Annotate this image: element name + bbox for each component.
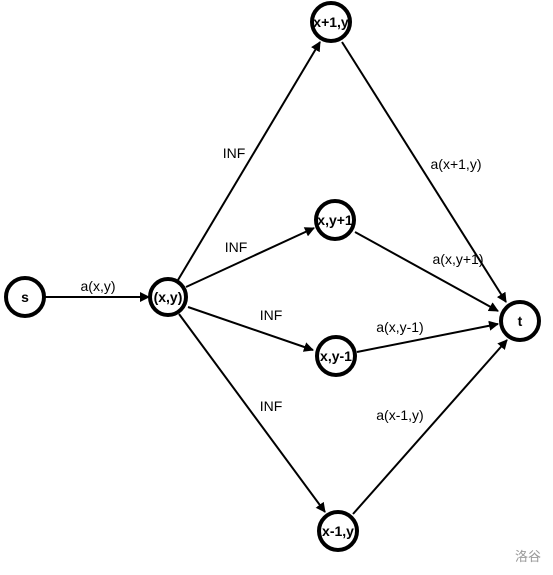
edge-label-yplus1-t: a(x,y+1) bbox=[433, 251, 484, 267]
node-yplus1: x,y+1 bbox=[314, 199, 356, 241]
node-label-xplus1: x+1,y bbox=[313, 14, 349, 30]
edge-xy-to-yplus1 bbox=[185, 227, 315, 288]
node-s: s bbox=[4, 276, 46, 318]
edge-label-xy-xplus1: INF bbox=[223, 145, 246, 161]
edge-xy-to-yminus1 bbox=[187, 306, 314, 352]
node-t: t bbox=[499, 300, 541, 342]
node-xy: (x,y) bbox=[148, 277, 188, 317]
edge-xminus1-to-t bbox=[352, 339, 508, 515]
edge-label-xminus1-t: a(x-1,y) bbox=[376, 407, 423, 423]
node-label-xy: (x,y) bbox=[154, 289, 183, 305]
node-label-yplus1: x,y+1 bbox=[317, 212, 353, 228]
edge-yplus1-to-t bbox=[354, 231, 499, 312]
edge-xy-to-xplus1 bbox=[177, 41, 321, 281]
edge-xplus1-to-t bbox=[341, 41, 507, 303]
node-label-s: s bbox=[21, 289, 29, 305]
edge-xy-to-xminus1 bbox=[178, 313, 326, 513]
edge-labels: a(x,y) INF INF INF INF a(x+1,y) a(x,y+1)… bbox=[81, 145, 484, 423]
edge-label-s-xy: a(x,y) bbox=[81, 278, 116, 294]
node-xplus1: x+1,y bbox=[310, 1, 352, 43]
watermark: 洛谷 bbox=[514, 550, 541, 565]
edge-yminus1-to-t bbox=[356, 320, 499, 353]
edge-label-xy-yplus1: INF bbox=[225, 239, 248, 255]
edge-label-xplus1-t: a(x+1,y) bbox=[431, 156, 482, 172]
edge-label-yminus1-t: a(x,y-1) bbox=[376, 319, 423, 335]
node-yminus1: x,y-1 bbox=[315, 335, 357, 377]
edges bbox=[45, 41, 508, 515]
node-xminus1: x-1,y bbox=[317, 510, 359, 552]
node-label-t: t bbox=[518, 313, 523, 329]
node-label-xminus1: x-1,y bbox=[322, 523, 354, 539]
edge-label-xy-yminus1: INF bbox=[260, 307, 283, 323]
node-label-yminus1: x,y-1 bbox=[320, 348, 352, 364]
edge-label-xy-xminus1: INF bbox=[260, 398, 283, 414]
